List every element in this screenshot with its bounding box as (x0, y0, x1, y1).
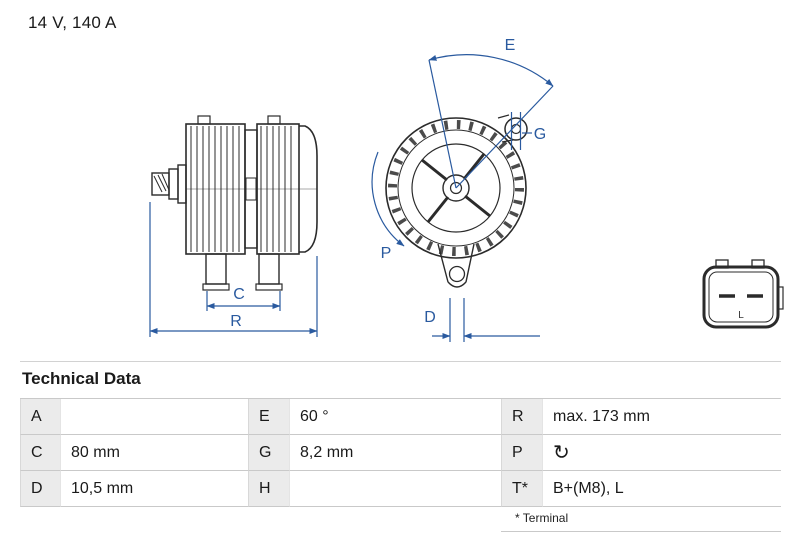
table-key-cell: D (20, 471, 60, 507)
dimension-label-g: G (534, 126, 546, 143)
voltage-amperage-rating: 14 V, 140 A (28, 13, 117, 32)
alternator-technical-drawing: C R E G P D (149, 37, 784, 342)
front-view-dimensions (371, 54, 554, 342)
dimension-label-e: E (505, 37, 516, 54)
dimension-label-r: R (230, 313, 242, 330)
table-key-cell: H (248, 471, 289, 507)
technical-data-title: Technical Data (20, 361, 781, 398)
table-key-cell: P (501, 435, 542, 471)
connector-plug-view (702, 259, 784, 329)
table-value-cell: 60 ° (289, 399, 501, 435)
alternator-side-view (151, 115, 318, 291)
rotation-direction-icon: ↻ (542, 435, 781, 471)
table-key-cell: G (248, 435, 289, 471)
table-value-cell (60, 399, 248, 435)
table-value-cell: 80 mm (60, 435, 248, 471)
alternator-front-view (385, 114, 528, 288)
table-value-cell: max. 173 mm (542, 399, 781, 435)
table-value-cell: 8,2 mm (289, 435, 501, 471)
table-key-cell: E (248, 399, 289, 435)
table-key-cell: C (20, 435, 60, 471)
table-key-cell: T* (501, 471, 542, 507)
table-value-cell: B+(M8), L (542, 471, 781, 507)
table-key-cell: R (501, 399, 542, 435)
dimension-label-p: P (381, 245, 392, 262)
dimension-label-d: D (424, 309, 436, 326)
terminal-footnote: * Terminal (501, 507, 781, 532)
table-key-cell: A (20, 399, 60, 435)
connector-terminal-label: L (738, 310, 744, 321)
table-footnote-row: * Terminal (20, 507, 781, 532)
technical-data-section: Technical Data A E 60 ° R max. 173 mm C … (20, 361, 781, 532)
table-value-cell: 10,5 mm (60, 471, 248, 507)
side-view-dimensions (149, 202, 318, 337)
technical-data-table: A E 60 ° R max. 173 mm C 80 mm G 8,2 mm … (20, 398, 781, 507)
dimension-label-c: C (233, 286, 245, 303)
table-value-cell (289, 471, 501, 507)
